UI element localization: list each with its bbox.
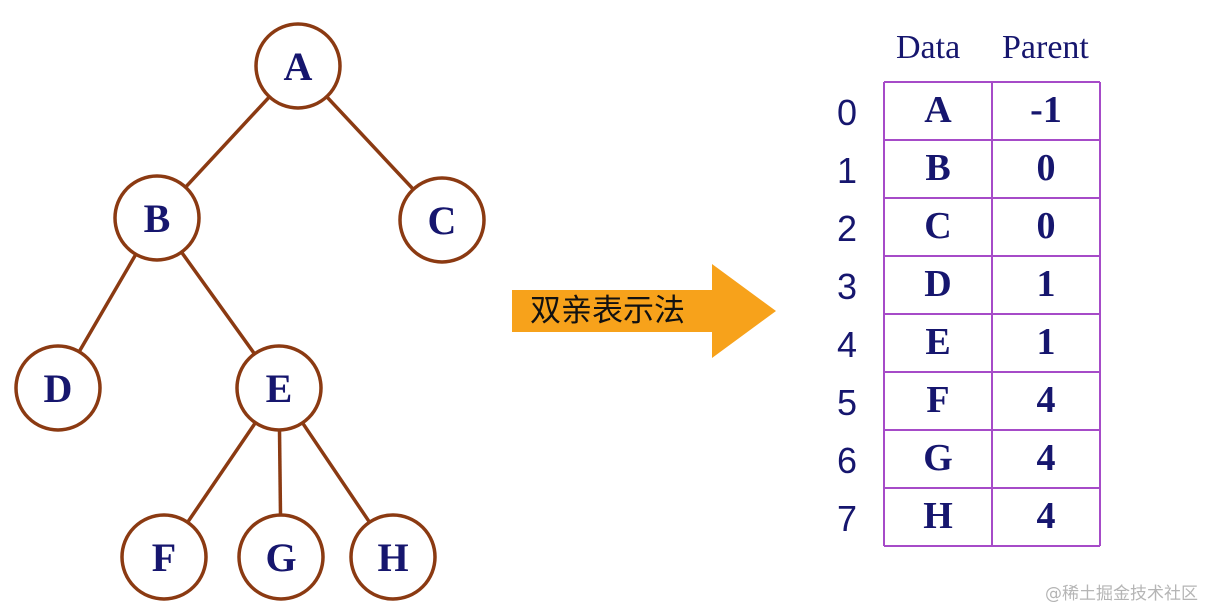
- parent-table-grid: [883, 81, 1101, 547]
- tree-edge-A-B: [184, 95, 271, 189]
- cell-data: G: [923, 437, 953, 479]
- cell-data: C: [924, 205, 952, 247]
- cell-parent: 4: [1036, 495, 1056, 537]
- tree-node-circle: [398, 176, 486, 264]
- header-parent: Parent: [1002, 29, 1089, 66]
- tree-node-circle: [349, 513, 437, 601]
- tree-node-label: D: [44, 366, 73, 411]
- tree-node-circle: [14, 344, 102, 432]
- tree-node-label: A: [284, 44, 313, 89]
- tree-node-F: F: [120, 513, 208, 601]
- row-index: 3: [836, 266, 858, 307]
- row-index: 6: [836, 440, 858, 481]
- tree-edge-B-E: [180, 251, 256, 355]
- cell-data: F: [926, 379, 950, 421]
- tree-node-circle: [254, 22, 342, 110]
- tree-node-label: E: [266, 366, 293, 411]
- row-index: 4: [836, 324, 858, 365]
- row-index: 2: [836, 208, 858, 249]
- tree-node-circle: [237, 513, 325, 601]
- cell-data: B: [925, 147, 951, 189]
- row-index: 0: [836, 92, 858, 133]
- tree-node-circle: [235, 344, 323, 432]
- tree-node-H: H: [349, 513, 437, 601]
- tree-node-circle: [113, 174, 201, 262]
- row-index: 1: [836, 150, 858, 191]
- tree-node-label: C: [428, 198, 457, 243]
- tree-node-D: D: [14, 344, 102, 432]
- tree-node-circle: [120, 513, 208, 601]
- cell-parent: 0: [1036, 205, 1056, 247]
- row-index: 5: [836, 382, 858, 423]
- tree-node-B: B: [113, 174, 201, 262]
- tree-node-label: B: [144, 196, 171, 241]
- tree-node-A: A: [254, 22, 342, 110]
- tree-edges: [77, 95, 415, 524]
- cell-data: H: [923, 495, 953, 537]
- cell-parent: 4: [1036, 379, 1056, 421]
- cell-parent: -1: [1030, 89, 1062, 131]
- tree-edge-E-H: [301, 421, 371, 524]
- tree-node-G: G: [237, 513, 325, 601]
- cell-parent: 0: [1036, 147, 1056, 189]
- tree-node-E: E: [235, 344, 323, 432]
- tree-edge-E-F: [186, 421, 257, 524]
- right-arrow-icon: [512, 264, 776, 358]
- cell-data: D: [924, 263, 952, 305]
- tree-edge-B-D: [77, 253, 138, 353]
- tree-node-label: F: [152, 535, 176, 580]
- tree-node-C: C: [398, 176, 486, 264]
- tree-diagram: A B C D E F G H: [14, 22, 486, 601]
- header-data: Data: [896, 29, 961, 66]
- tree-node-label: G: [265, 535, 296, 580]
- cell-parent: 1: [1036, 263, 1056, 305]
- cell-data: E: [925, 321, 951, 363]
- tree-node-label: H: [377, 535, 408, 580]
- arrow-shape: [512, 264, 776, 358]
- tree-edge-A-C: [325, 95, 415, 191]
- tree-nodes: A B C D E F G H: [14, 22, 486, 601]
- row-index: 7: [836, 498, 858, 539]
- watermark: @稀土掘金技术社区: [1045, 584, 1198, 604]
- arrow-label: 双亲表示法: [530, 293, 685, 329]
- cell-parent: 4: [1036, 437, 1056, 479]
- cell-data: A: [924, 89, 952, 131]
- cell-parent: 1: [1036, 321, 1056, 363]
- tree-edge-E-G: [277, 429, 283, 516]
